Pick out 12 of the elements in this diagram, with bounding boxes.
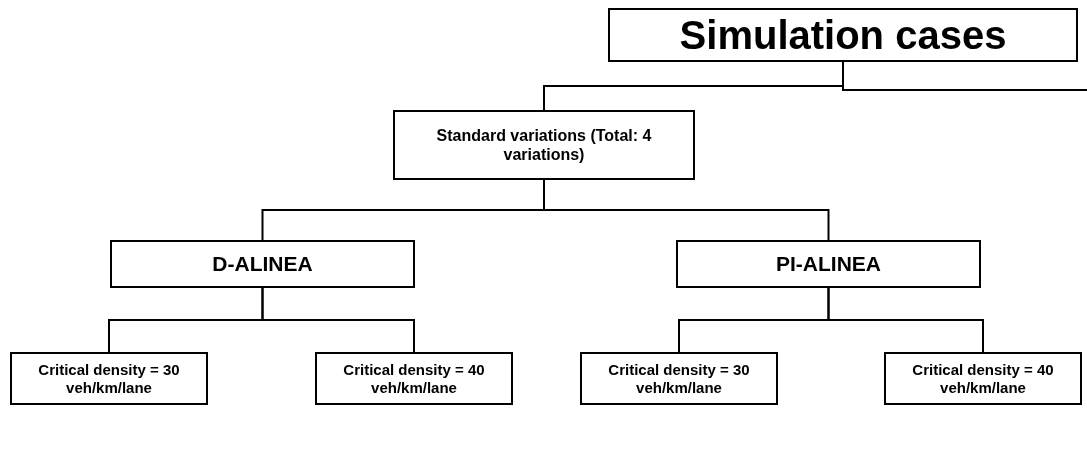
title-box: Simulation cases [608,8,1078,62]
method-box: PI-ALINEA [676,240,981,288]
connector-line [543,179,830,241]
category-box: Standard variations (Total: 4 variations) [393,110,695,180]
case-box: Critical density = 30 veh/km/lane [10,352,208,405]
connector-line [261,287,415,353]
method-box: D-ALINEA [110,240,415,288]
case-box: Critical density = 40 veh/km/lane [884,352,1082,405]
connector-line [842,61,1087,91]
case-box: Critical density = 40 veh/km/lane [315,352,513,405]
connector-line [827,287,984,353]
case-box: Critical density = 30 veh/km/lane [580,352,778,405]
